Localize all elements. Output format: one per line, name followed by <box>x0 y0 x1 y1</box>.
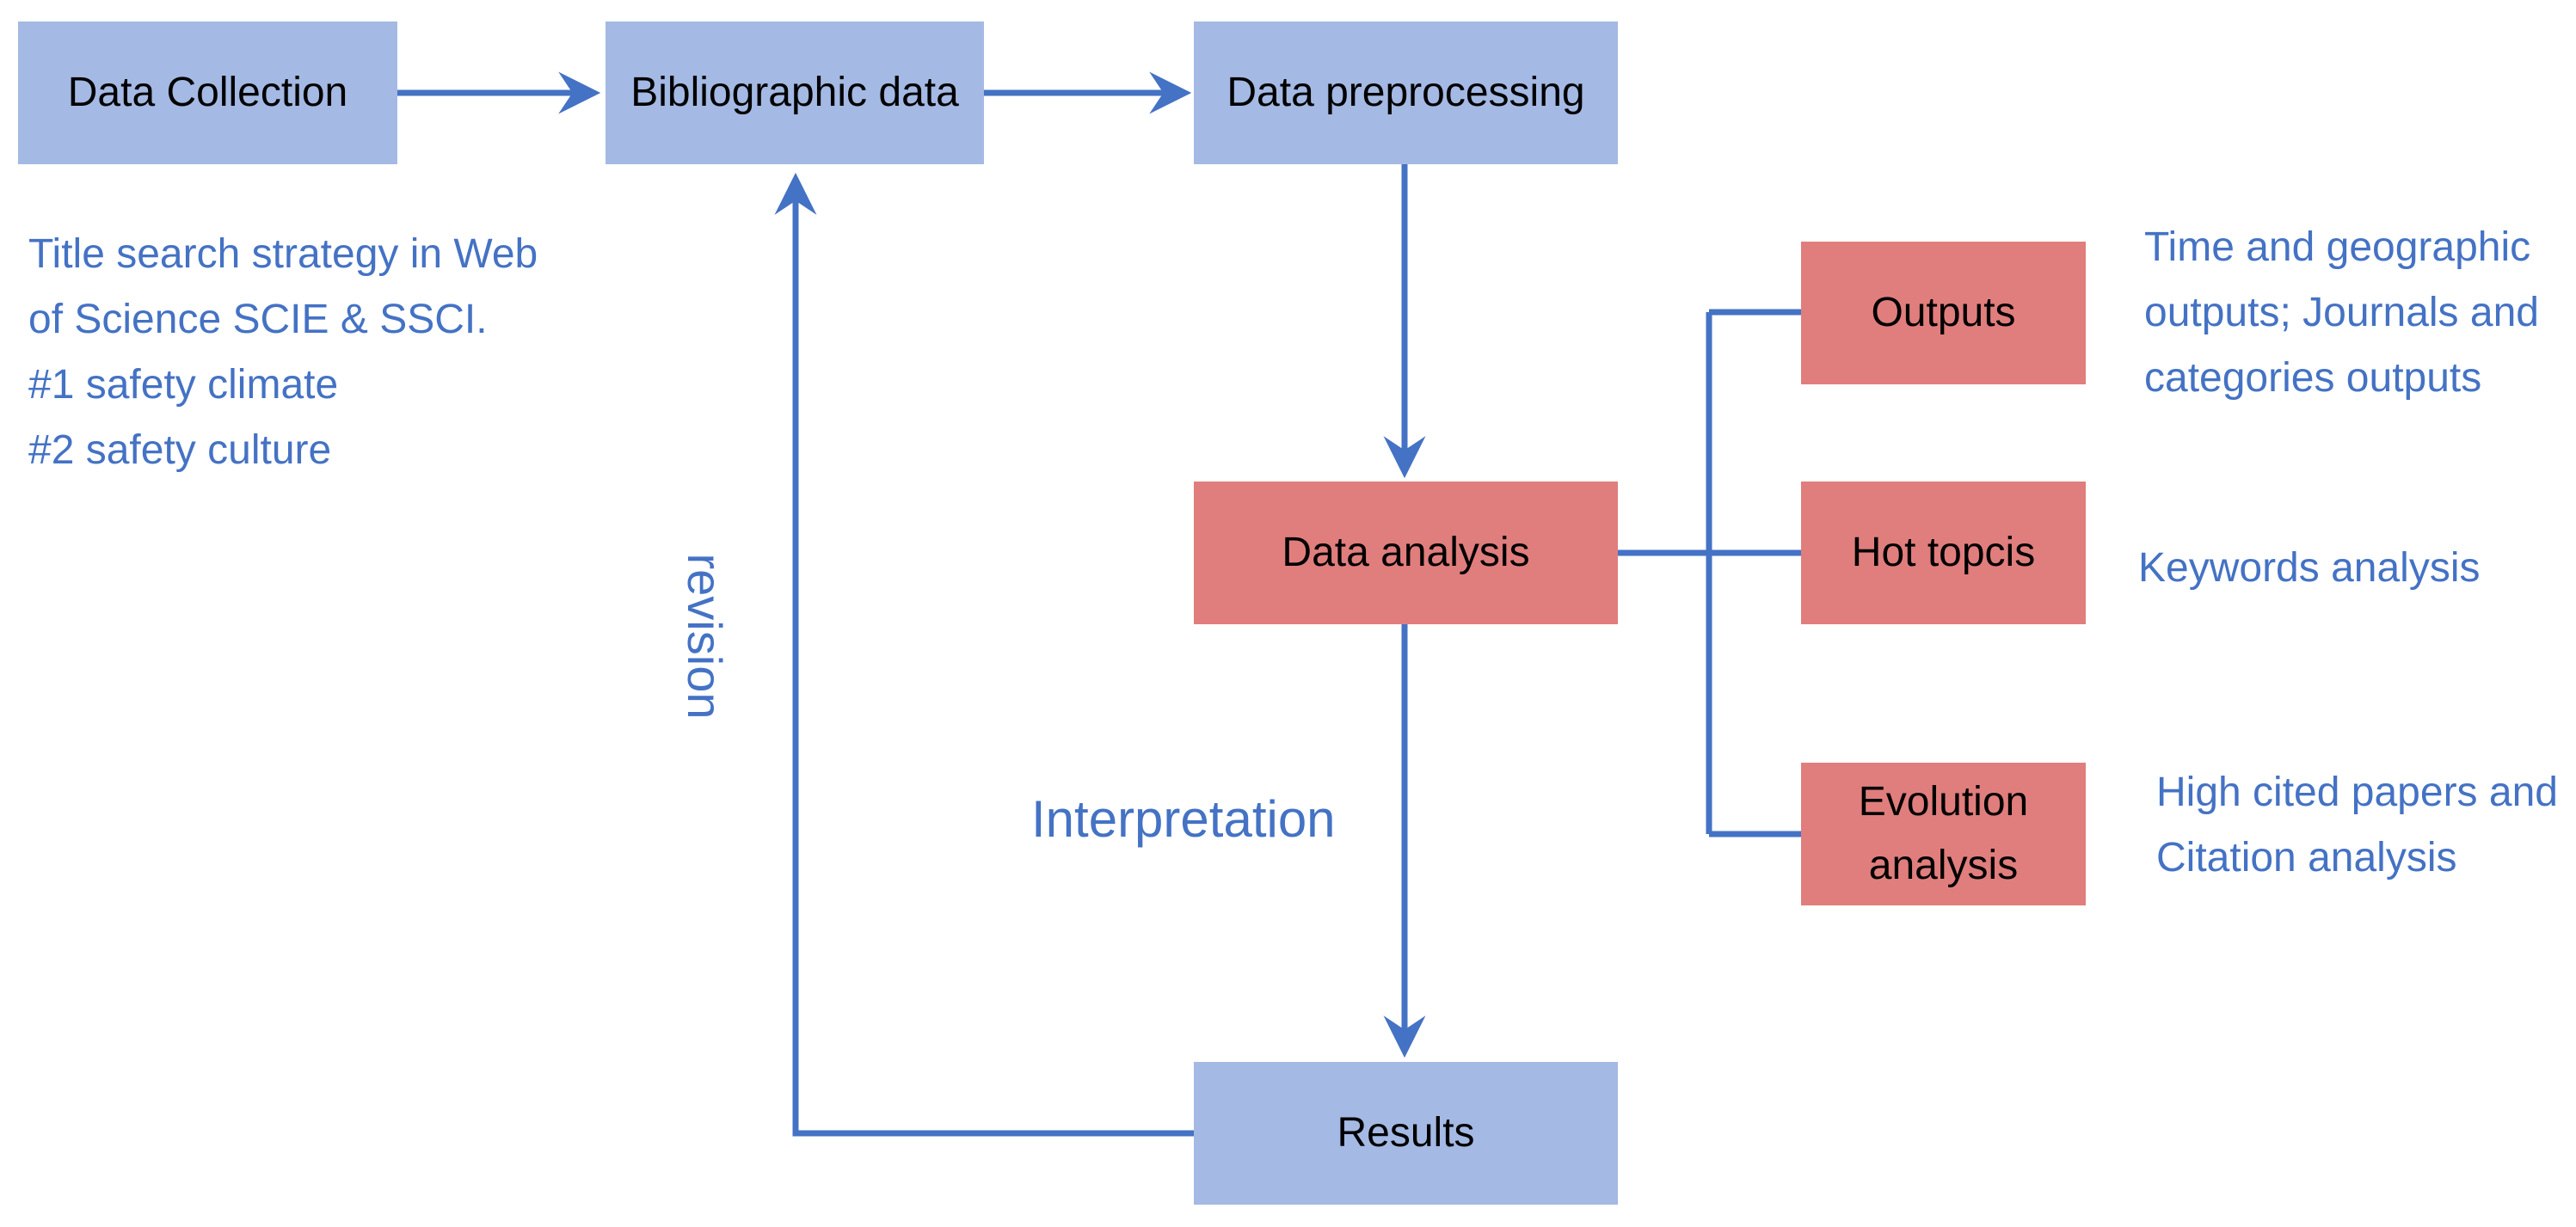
results-box: Results <box>1194 1062 1618 1205</box>
evolution-analysis-label-line-2: analysis <box>1868 843 2019 888</box>
bibliographic-data-box: Bibliographic data <box>606 21 984 164</box>
outputs-note-line-2: outputs; Journals and <box>2144 290 2539 335</box>
interpretation-label: Interpretation <box>1031 790 1336 848</box>
data-analysis-box: Data analysis <box>1194 482 1618 624</box>
data-collection-label: Data Collection <box>67 69 348 115</box>
hot-topics-box: Hot topcis <box>1801 482 2086 624</box>
search-strategy-note: Title search strategy in Web of Science … <box>28 222 538 483</box>
citation-note: High cited papers and Citation analysis <box>2156 760 2558 891</box>
data-preprocessing-label: Data preprocessing <box>1227 69 1585 115</box>
data-preprocessing-box: Data preprocessing <box>1194 21 1618 164</box>
keywords-note: Keywords analysis <box>2138 536 2481 601</box>
evolution-analysis-label-line-1: Evolution <box>1858 778 2029 825</box>
outputs-note-line-1: Time and geographic <box>2144 224 2531 270</box>
bibliographic-data-label: Bibliographic data <box>630 69 959 115</box>
arrow-results-revision-to-bibliographic <box>774 172 1194 1137</box>
search-strategy-line-3: #1 safety climate <box>28 362 339 408</box>
citation-note-line-1: High cited papers and <box>2156 770 2558 815</box>
search-strategy-line-1: Title search strategy in Web <box>28 231 538 277</box>
citation-note-line-2: Citation analysis <box>2156 835 2457 880</box>
revision-label: revision <box>678 553 732 720</box>
evolution-analysis-box: Evolution analysis <box>1801 763 2086 905</box>
hot-topics-label: Hot topcis <box>1851 529 2036 575</box>
search-strategy-line-4: #2 safety culture <box>28 427 332 473</box>
outputs-note-line-3: categories outputs <box>2144 355 2482 401</box>
outputs-note: Time and geographic outputs; Journals an… <box>2144 215 2539 411</box>
outputs-box: Outputs <box>1801 242 2086 384</box>
data-collection-box: Data Collection <box>18 21 397 164</box>
search-strategy-line-2: of Science SCIE & SSCI. <box>28 297 488 342</box>
results-label: Results <box>1337 1109 1475 1156</box>
outputs-label: Outputs <box>1871 289 2016 335</box>
data-analysis-label: Data analysis <box>1282 529 1530 575</box>
keywords-note-line: Keywords analysis <box>2138 545 2481 591</box>
